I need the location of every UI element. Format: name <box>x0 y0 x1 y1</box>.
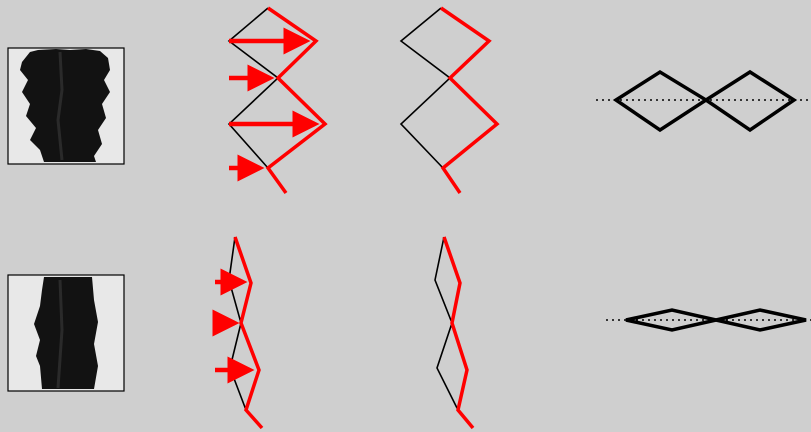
fiber-photo-wide <box>8 48 124 164</box>
zigzag-highlight-path <box>268 8 325 193</box>
zigzag-left-edge <box>229 8 278 168</box>
zigzag-open <box>401 8 497 193</box>
diamond <box>706 72 794 130</box>
double-diamond-flat <box>606 310 811 330</box>
zigzag-left-edge <box>401 8 450 168</box>
double-diamond-wide <box>596 72 811 130</box>
fiber-photo-narrow <box>8 275 124 391</box>
zigzag-compressed-loaded <box>215 237 262 428</box>
zigzag-open-loaded <box>229 8 325 193</box>
zigzag-compressed <box>435 237 473 428</box>
diamond <box>616 72 706 130</box>
zigzag-highlight-path <box>441 8 497 193</box>
